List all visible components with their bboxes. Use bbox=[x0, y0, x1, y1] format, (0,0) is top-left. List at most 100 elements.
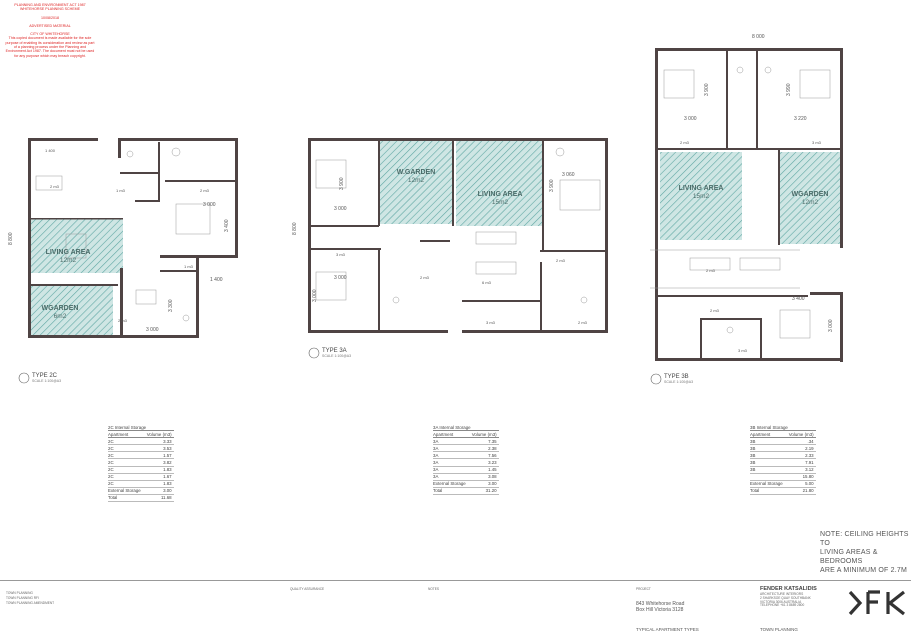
dimension: 3 000 bbox=[203, 202, 216, 208]
caption-title: TYPE 3B bbox=[664, 374, 689, 380]
table-title: 2C Internal Storage bbox=[108, 424, 174, 432]
dimension: 3 900 bbox=[704, 83, 710, 96]
dimension: 1 m3 bbox=[116, 188, 126, 193]
dimension: 3 990 bbox=[786, 83, 792, 96]
table-row: 3B.34 bbox=[750, 437, 816, 446]
note-line: ARE A MINIMUM OF 2.7M bbox=[820, 567, 908, 574]
room-area: 15m2 bbox=[693, 193, 710, 200]
stamp-line: 10/08/2018 bbox=[41, 15, 59, 20]
project-heading: PROJECT bbox=[636, 587, 651, 591]
dimension: 3 m3 bbox=[738, 348, 748, 353]
dimension: 2 m3 bbox=[200, 188, 210, 193]
caption-title: TYPE 3A bbox=[322, 348, 347, 354]
dimension: 3 400 bbox=[224, 219, 230, 232]
dimension: 8 000 bbox=[752, 34, 765, 40]
dimension: 2 m3 bbox=[556, 258, 566, 263]
dimension: 3 220 bbox=[794, 116, 807, 122]
stamp-line: This copied document is made available f… bbox=[5, 36, 95, 58]
dimension: 8 800 bbox=[292, 222, 298, 235]
dimension: 3 300 bbox=[168, 299, 174, 312]
table-title: 3A Internal Storage bbox=[433, 424, 499, 432]
room-label: WGARDEN bbox=[42, 305, 79, 312]
plan-caption: TYPE 2C SCALE 1:100@A3 bbox=[32, 373, 61, 383]
table-header: Volume (m3) bbox=[788, 430, 816, 439]
room-area: 12m2 bbox=[802, 199, 819, 206]
title-block: TOWN PLANNING TOWN PLANNING RFI TOWN PLA… bbox=[0, 580, 911, 634]
dimension: 3 900 bbox=[339, 177, 345, 190]
notes-heading: NOTES bbox=[428, 587, 439, 591]
dimension: 3 400 bbox=[792, 296, 805, 302]
dimension: 3 060 bbox=[562, 172, 575, 178]
project-address: 843 Whitehorse Road Box Hill Victoria 31… bbox=[636, 601, 685, 613]
table-header: Apartment bbox=[433, 430, 472, 439]
room-area: 15m2 bbox=[492, 199, 509, 206]
dimension: 8 800 bbox=[8, 232, 14, 245]
living-area-hatch bbox=[28, 218, 123, 273]
firm-name: FENDER KATSALIDIS bbox=[760, 586, 817, 592]
table-header: Volume (m3) bbox=[146, 430, 174, 439]
dimension: 2 m3 bbox=[420, 275, 430, 280]
caption-scale: SCALE 1:100@A3 bbox=[32, 379, 62, 383]
planning-stamp: PLANNING AND ENVIRONMENT ACT 1987 WHITEH… bbox=[4, 3, 96, 58]
table-header: Apartment bbox=[108, 430, 147, 439]
living-area-hatch bbox=[456, 140, 542, 226]
dimension: 3 000 bbox=[828, 319, 834, 332]
stamp-line: ADVERTISED MATERIAL bbox=[29, 23, 71, 28]
room-area: 6m2 bbox=[54, 313, 67, 320]
dimension: 2 m3 bbox=[50, 184, 60, 189]
drawing-status: TOWN PLANNING bbox=[760, 627, 798, 632]
dimension: 2 m3 bbox=[710, 308, 720, 313]
plan-caption: TYPE 3A SCALE 1:100@A3 bbox=[322, 348, 351, 358]
dimension: 3 000 bbox=[146, 327, 159, 333]
wgarden-hatch bbox=[380, 140, 452, 224]
note-line: LIVING AREAS & BEDROOMS bbox=[820, 549, 878, 565]
section-marker-icon bbox=[18, 372, 30, 384]
dimension: 1 400 bbox=[210, 277, 223, 283]
note-line: NOTE: CEILING HEIGHTS TO bbox=[820, 531, 909, 547]
dimension: 3 m3 bbox=[336, 252, 346, 257]
dimension: 3 000 bbox=[684, 116, 697, 122]
table-header: Apartment bbox=[750, 430, 789, 439]
dimension: 3 000 bbox=[334, 206, 347, 212]
firm-details: ARCHITECTURE INTERIORS 2 SHARKSOE QUAY S… bbox=[760, 592, 811, 608]
section-marker-icon bbox=[308, 347, 320, 359]
dimension: 6 m3 bbox=[482, 280, 492, 285]
dimension: 1 m3 bbox=[184, 264, 194, 269]
table-header: Volume (m3) bbox=[471, 430, 499, 439]
room-label: WGARDEN bbox=[792, 191, 829, 198]
room-area: 12m2 bbox=[60, 257, 77, 264]
caption-scale: SCALE 1:100@A3 bbox=[322, 354, 352, 358]
section-marker-icon bbox=[650, 373, 662, 385]
living-area-hatch bbox=[660, 152, 742, 240]
wgarden-hatch bbox=[28, 286, 113, 336]
wgarden-hatch bbox=[780, 152, 840, 244]
issue-list: TOWN PLANNING TOWN PLANNING RFI TOWN PLA… bbox=[6, 591, 55, 605]
fk-logo-icon bbox=[848, 590, 905, 616]
room-label: LIVING AREA bbox=[679, 185, 724, 192]
dimension: 3 000 bbox=[312, 289, 318, 302]
quality-heading: QUALITY ASSURANCE bbox=[290, 587, 325, 591]
plan-type-2c: LIVING AREA 12m2 WGARDEN 6m2 8 800 3 000… bbox=[8, 138, 238, 338]
room-label: W.GARDEN bbox=[397, 169, 436, 176]
drawing-title: TYPICAL APARTMENT TYPES bbox=[636, 627, 699, 632]
room-label: LIVING AREA bbox=[46, 249, 91, 256]
plan-caption: TYPE 3B SCALE 1:100@A3 bbox=[664, 374, 693, 384]
